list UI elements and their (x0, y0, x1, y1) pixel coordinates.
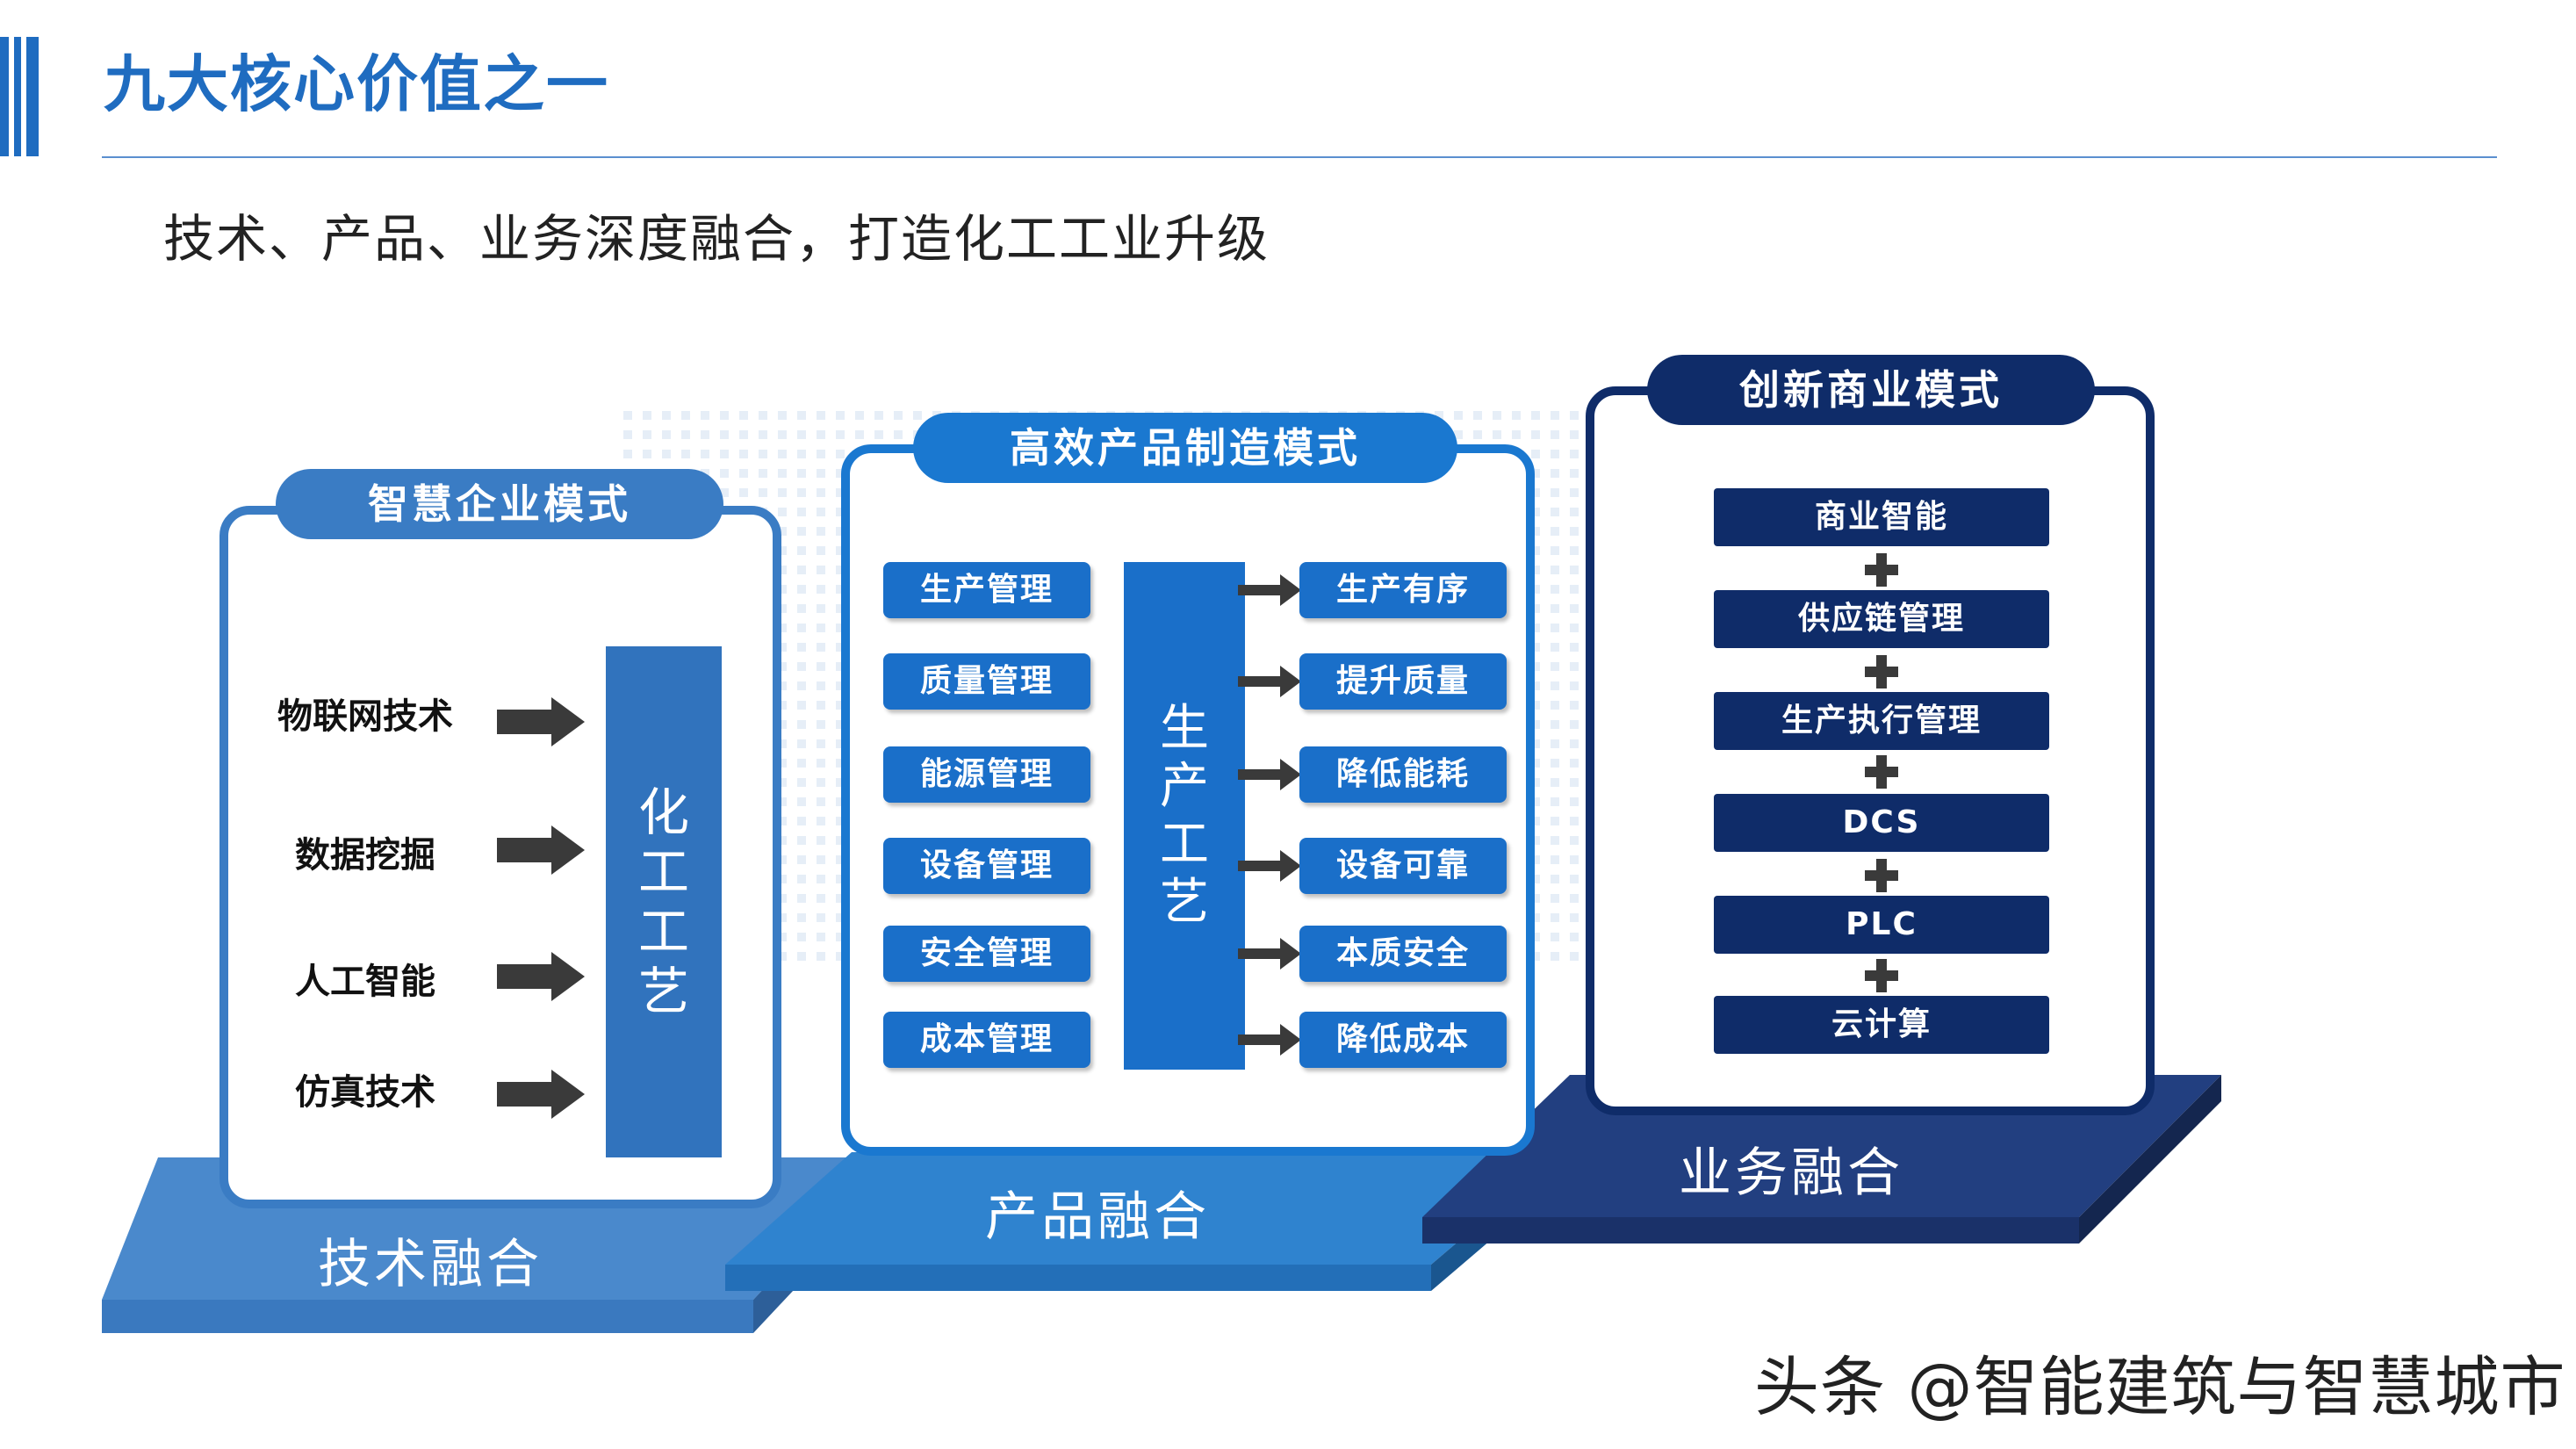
arrow-right-icon (1238, 759, 1301, 790)
tech-item-ai: 人工智能 (295, 962, 435, 1002)
arrow-right-icon (497, 1070, 585, 1119)
plus-icon (1865, 859, 1898, 892)
header-divider (102, 156, 2497, 158)
result-item-safety: 本质安全 (1299, 926, 1507, 982)
tech-item-data-mining: 数据挖掘 (295, 835, 435, 876)
chemical-process-text: 化工工艺 (637, 782, 689, 1021)
header-accent-bar-1 (0, 37, 9, 156)
mgmt-item-production: 生产管理 (883, 562, 1090, 618)
result-item-cost: 降低成本 (1299, 1012, 1507, 1068)
arrow-right-icon (1238, 938, 1301, 970)
header-accent-bar-2 (14, 37, 21, 156)
result-item-energy: 降低能耗 (1299, 746, 1507, 803)
platform-right-front (1422, 1217, 2079, 1244)
mgmt-item-safety: 安全管理 (883, 926, 1090, 982)
plus-icon (1865, 553, 1898, 587)
platform-label-business: 业务融合 (1679, 1143, 1903, 1204)
panel-smart-enterprise-title: 智慧企业模式 (276, 469, 723, 539)
result-item-quality: 提升质量 (1299, 653, 1507, 710)
mgmt-item-energy: 能源管理 (883, 746, 1090, 803)
stack-item-bi: 商业智能 (1714, 488, 2049, 546)
platform-left-front (102, 1300, 753, 1333)
arrow-right-icon (1238, 850, 1301, 882)
panel-efficient-manufacturing-title: 高效产品制造模式 (913, 413, 1457, 483)
plus-icon (1865, 959, 1898, 992)
stack-item-dcs: DCS (1714, 794, 2049, 852)
watermark-text: 头条 @智能建筑与智慧城市 (1754, 1350, 2566, 1425)
production-process-text: 生产工艺 (1160, 700, 1209, 931)
stack-item-mes: 生产执行管理 (1714, 692, 2049, 750)
platform-right-side (2079, 1075, 2221, 1244)
arrow-right-icon (497, 952, 585, 1001)
stack-item-supply-chain: 供应链管理 (1714, 590, 2049, 648)
mgmt-item-equipment: 设备管理 (883, 838, 1090, 894)
arrow-right-icon (497, 825, 585, 875)
plus-icon (1865, 755, 1898, 789)
platform-middle-top (725, 1152, 1563, 1265)
stack-item-cloud: 云计算 (1714, 996, 2049, 1054)
page-subtitle: 技术、产品、业务深度融合，打造化工工业升级 (163, 209, 1270, 269)
tech-item-simulation: 仿真技术 (295, 1072, 435, 1113)
chemical-process-box: 化工工艺 (606, 646, 722, 1157)
platform-label-product: 产品融合 (985, 1186, 1210, 1248)
platform-middle-front (725, 1265, 1431, 1291)
result-item-reliable: 设备可靠 (1299, 838, 1507, 894)
arrow-right-icon (497, 697, 585, 746)
header-accent-bar-3 (26, 37, 39, 156)
page-title: 九大核心价值之一 (104, 48, 609, 120)
mgmt-item-quality: 质量管理 (883, 653, 1090, 710)
tech-item-iot: 物联网技术 (277, 696, 453, 737)
arrow-right-icon (1238, 1024, 1301, 1056)
arrow-right-icon (1238, 574, 1301, 606)
panel-innovative-business-title: 创新商业模式 (1647, 355, 2095, 425)
stack-item-plc: PLC (1714, 896, 2049, 954)
mgmt-item-cost: 成本管理 (883, 1012, 1090, 1068)
production-process-box: 生产工艺 (1124, 562, 1245, 1070)
platform-label-tech: 技术融合 (318, 1234, 543, 1295)
plus-icon (1865, 655, 1898, 688)
arrow-right-icon (1238, 666, 1301, 697)
result-item-orderly: 生产有序 (1299, 562, 1507, 618)
